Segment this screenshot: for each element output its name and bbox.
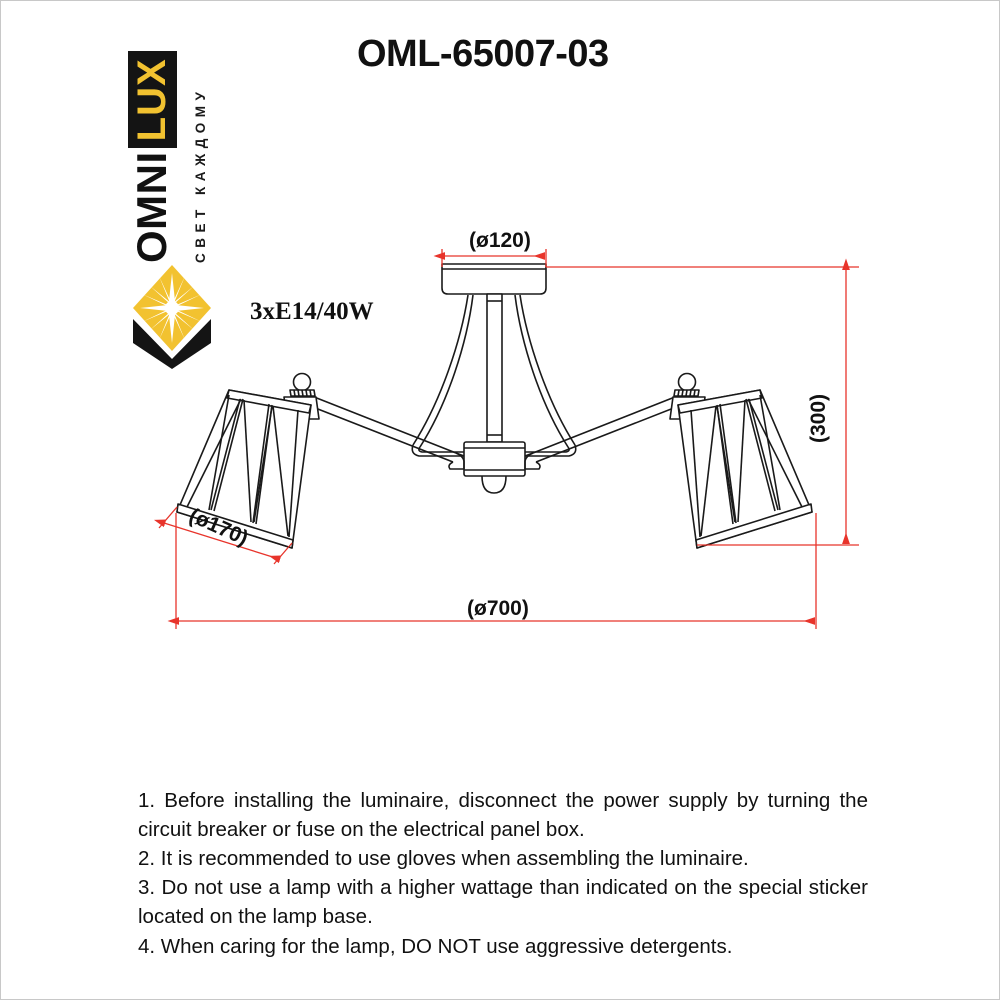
dimension-lines	[153, 249, 859, 629]
left-arm	[299, 392, 465, 470]
ceiling-canopy	[441, 263, 547, 295]
instruction-item: 3. Do not use a lamp with a higher watta…	[138, 876, 868, 929]
starburst-diamond-icon	[133, 265, 211, 369]
right-arm	[524, 392, 690, 470]
center-rod	[486, 293, 503, 443]
center-hub	[463, 441, 526, 494]
support-rods	[411, 294, 577, 457]
dim-label-overall-diameter: (ø700)	[467, 597, 529, 620]
brand-logo: OMNI LUX СВЕТ КАЖДОМУ	[127, 13, 223, 369]
safety-instructions: 1. Before installing the luminaire, disc…	[138, 786, 868, 961]
page-title: OML-65007-03	[357, 33, 609, 75]
instruction-item: 1. Before installing the luminaire, disc…	[138, 789, 868, 842]
instruction-item: 2. It is recommended to use gloves when …	[138, 847, 749, 871]
dim-label-canopy-diameter: (ø120)	[469, 229, 531, 252]
luminaire-technical-drawing	[153, 249, 859, 629]
instruction-item: 4. When caring for the lamp, DO NOT use …	[138, 934, 733, 958]
dim-label-height: (300)	[807, 393, 830, 443]
dim-shade-diameter	[153, 506, 293, 565]
dim-canopy-diameter	[433, 249, 547, 267]
lamp-spec-label: 3xE14/40W	[250, 298, 374, 325]
right-lampshade	[677, 389, 813, 549]
